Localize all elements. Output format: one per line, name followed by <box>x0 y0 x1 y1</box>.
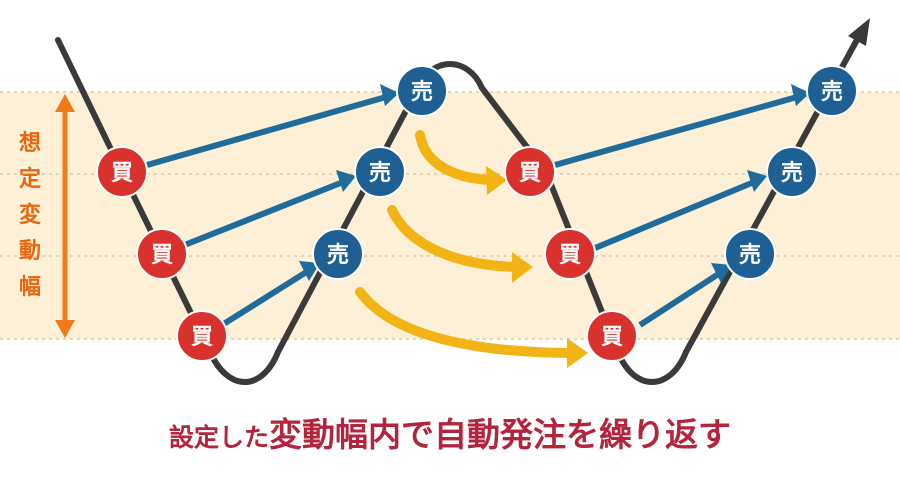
buy-node: 買 <box>136 228 188 280</box>
sell-node: 売 <box>312 228 364 280</box>
range-label-char: 定 <box>19 166 41 192</box>
repeat-arrow-head <box>486 166 507 195</box>
sell-node: 売 <box>766 146 818 198</box>
repeat-arrow <box>415 130 495 185</box>
sell-node: 売 <box>354 146 406 198</box>
price-movement-line <box>55 35 861 385</box>
sell-label: 売 <box>369 160 391 186</box>
buy-node: 買 <box>586 310 638 362</box>
expected-range-band <box>0 92 900 339</box>
sell-label: 売 <box>739 242 761 268</box>
sell-label: 売 <box>821 79 843 105</box>
repeat-arrow-head <box>512 252 533 283</box>
buy-node: 買 <box>176 310 228 362</box>
buy-node: 買 <box>544 228 596 280</box>
sell-label: 売 <box>781 160 803 186</box>
price-up-arrowhead <box>848 18 870 46</box>
repeat-arrows <box>355 130 588 368</box>
buy-sell-arrow <box>593 179 756 251</box>
repeat-arrow <box>387 205 520 272</box>
buy-node: 買 <box>504 146 556 198</box>
buy-label: 買 <box>601 325 623 350</box>
buy-sell-arrow-head <box>299 261 320 281</box>
buy-label: 買 <box>519 161 541 186</box>
repeat-arrow-head <box>567 338 588 368</box>
buy-label: 買 <box>559 243 581 268</box>
range-label-char: 動 <box>19 239 41 264</box>
caption-emphasis: 変動幅内で自動発注を繰り返す <box>269 415 731 454</box>
range-label: 想 定 変 動 幅 <box>19 131 41 300</box>
buy-sell-arrow-head <box>711 263 732 283</box>
buy-sell-arrow <box>175 179 345 251</box>
sell-node: 売 <box>396 65 448 117</box>
buy-node: 買 <box>96 146 148 198</box>
sell-node: 売 <box>806 65 858 117</box>
buy-sell-arrow <box>220 268 310 328</box>
buy-label: 買 <box>111 161 133 186</box>
buy-sell-arrows <box>146 84 810 328</box>
buy-sell-arrow <box>146 94 387 168</box>
buy-label: 買 <box>191 325 213 350</box>
buy-sell-arrow-head <box>380 84 399 106</box>
range-label-char: 想 <box>19 131 41 156</box>
caption-prefix: 設定した <box>168 423 269 452</box>
buy-sell-arrow-head <box>336 170 356 192</box>
range-label-char: 変 <box>19 202 41 228</box>
buy-sell-arrow <box>638 270 722 328</box>
sell-label: 売 <box>327 242 349 268</box>
buy-sell-arrow-head <box>747 170 767 192</box>
buy-label: 買 <box>151 243 173 268</box>
sell-node: 売 <box>724 228 776 280</box>
buy-orders: 買 買 買 買 買 買 <box>96 146 638 362</box>
buy-sell-arrow <box>554 94 798 168</box>
range-label-char: 幅 <box>19 275 41 300</box>
range-double-arrow <box>55 94 75 338</box>
sell-orders: 売 売 売 売 売 売 <box>312 65 858 280</box>
buy-sell-arrow-head <box>791 84 810 106</box>
repeat-arrow <box>355 287 575 358</box>
sell-label: 売 <box>411 79 433 105</box>
diagram-caption: 設定した変動幅内で自動発注を繰り返す <box>0 412 900 464</box>
